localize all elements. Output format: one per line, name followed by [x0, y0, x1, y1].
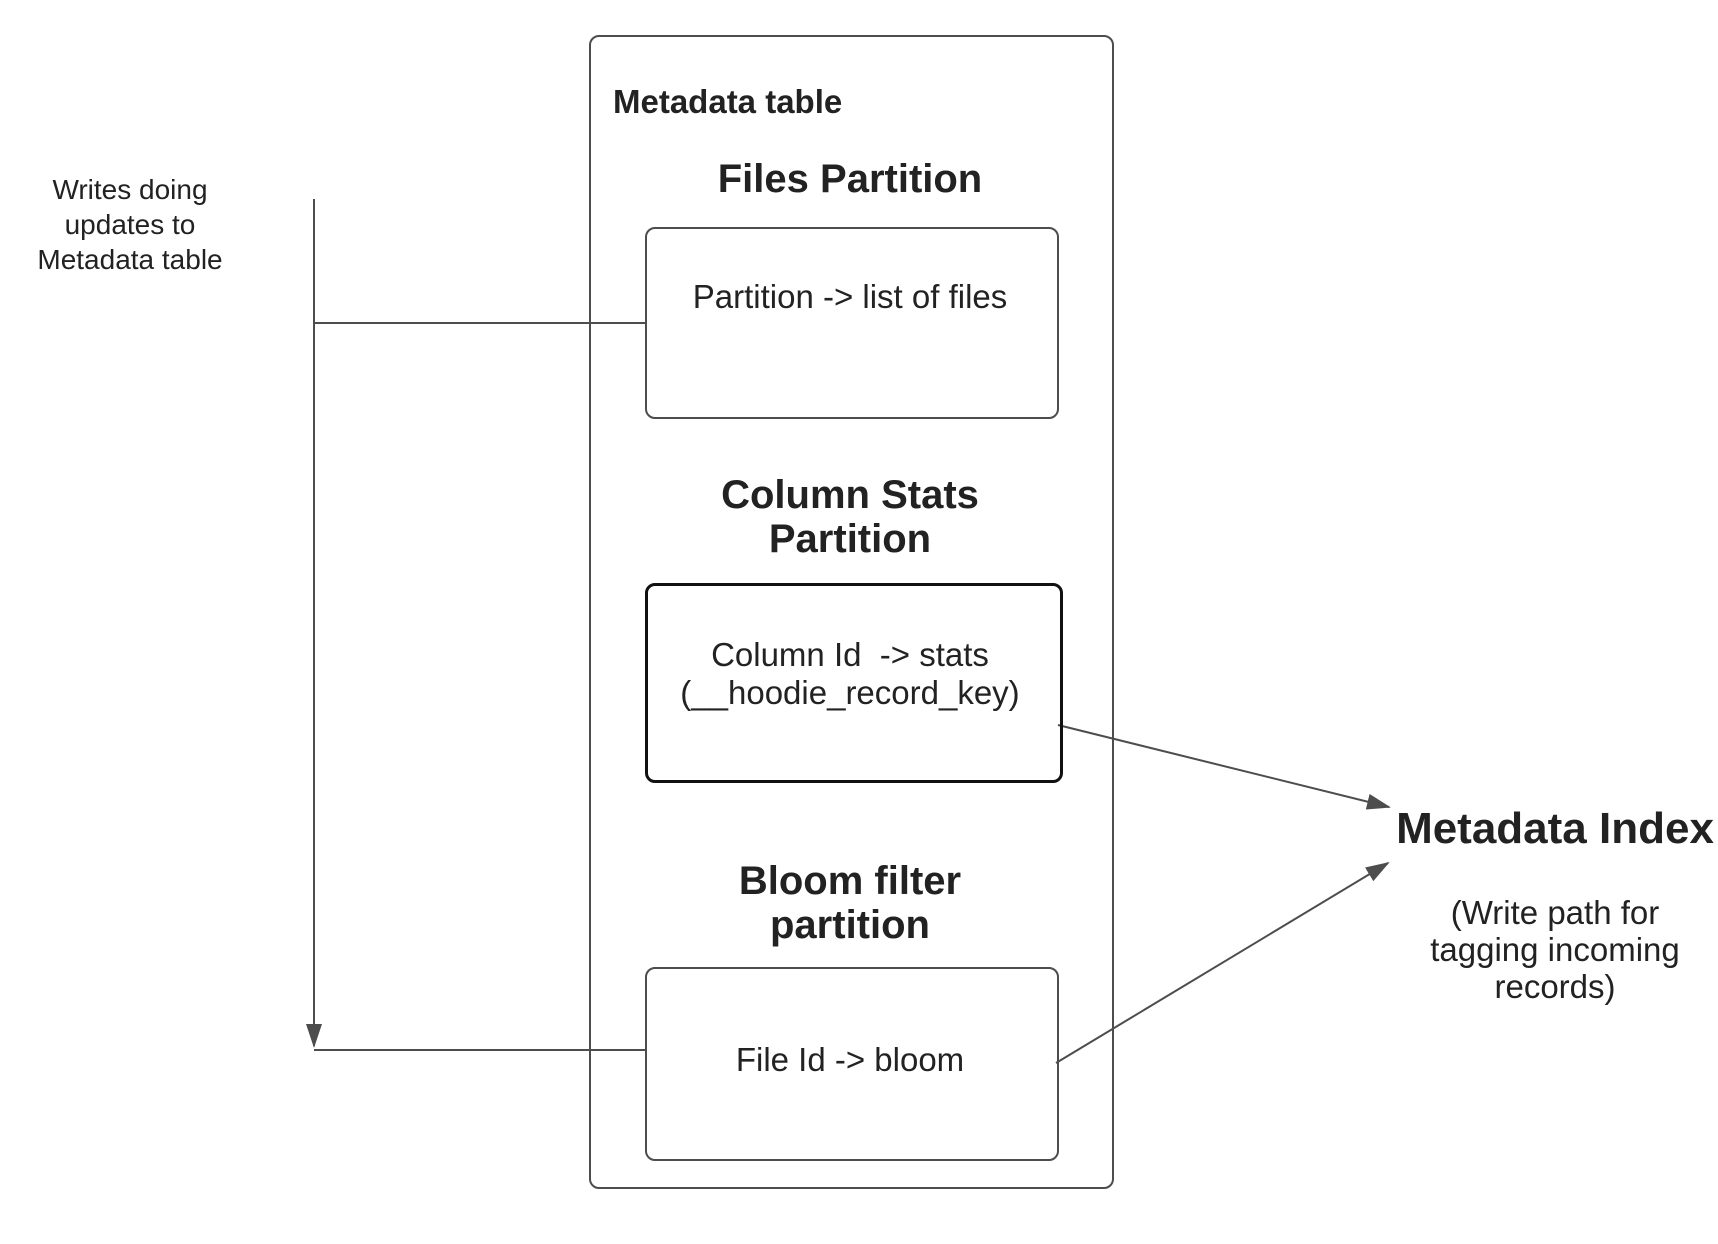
bloom-filter-partition-heading: Bloom filter partition — [738, 859, 962, 947]
writes-note: Writes doing updates to Metadata table — [37, 174, 223, 275]
bloom-filter-partition-box — [645, 967, 1059, 1161]
column-stats-partition-box — [645, 583, 1063, 783]
metadata-index-subtitle: (Write path for tagging incoming records… — [1430, 894, 1680, 1005]
column-stats-partition-body: Column Id -> stats (__hoodie_record_key) — [680, 636, 1020, 711]
column-stats-partition-heading: Column Stats Partition — [721, 473, 979, 561]
files-partition-body: Partition -> list of files — [692, 278, 1008, 315]
bloom-filter-partition-body: File Id -> bloom — [735, 1041, 965, 1078]
bloom-to-index-arrow — [1055, 861, 1390, 1064]
metadata-table-title: Metadata table — [613, 83, 843, 120]
metadata-index-title: Metadata Index — [1396, 804, 1714, 853]
metadata-table-box — [589, 35, 1114, 1189]
files-partition-box — [645, 227, 1059, 419]
files-partition-heading: Files Partition — [717, 157, 983, 201]
